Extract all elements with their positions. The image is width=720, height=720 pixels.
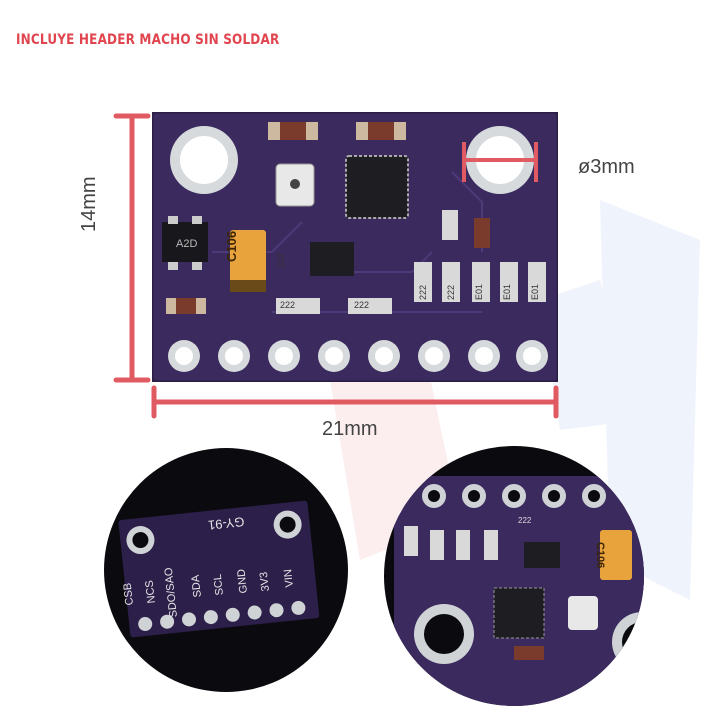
label-e01-a: E01 <box>474 283 484 300</box>
pin-ncs: NCS <box>143 579 158 604</box>
label-a2d: A2D <box>176 238 198 250</box>
pin-csb: CSB <box>121 582 136 606</box>
label-222-a: 222 <box>280 300 296 310</box>
width-dimension <box>151 385 559 419</box>
pcb-board <box>152 112 558 382</box>
height-dimension <box>113 113 151 383</box>
label-e01-b: E01 <box>502 283 512 300</box>
back-view-photo: GY-91 CSB NCS SDO/SAO SDA SCL GND 3V3 VI… <box>104 448 348 692</box>
back-board <box>118 500 320 638</box>
pin-sda: SDA <box>189 574 204 598</box>
label-e01-c: E01 <box>530 283 540 300</box>
pin-3v3: 3V3 <box>257 571 272 592</box>
label-222-d: 222 <box>418 284 428 300</box>
closeup-label-222: 222 <box>518 516 532 525</box>
banner-text: INCLUYE HEADER MACHO SIN SOLDAR <box>16 32 280 48</box>
closeup-board <box>394 476 644 706</box>
label-c106: C106 <box>224 230 239 262</box>
closeup-label-c106: C106 <box>594 542 606 569</box>
pin-vin: VIN <box>282 568 296 588</box>
width-label: 21mm <box>322 418 378 440</box>
label-222-b: 222 <box>354 300 370 310</box>
hole-label: ø3mm <box>578 156 635 178</box>
label-222-e: 222 <box>446 284 456 300</box>
height-label: 14mm <box>78 176 100 232</box>
pin-gnd: GND <box>235 568 250 594</box>
pin-scl: SCL <box>211 573 226 596</box>
label-222-c: 222 <box>276 252 286 268</box>
closeup-photo: C106 222 <box>384 446 644 706</box>
